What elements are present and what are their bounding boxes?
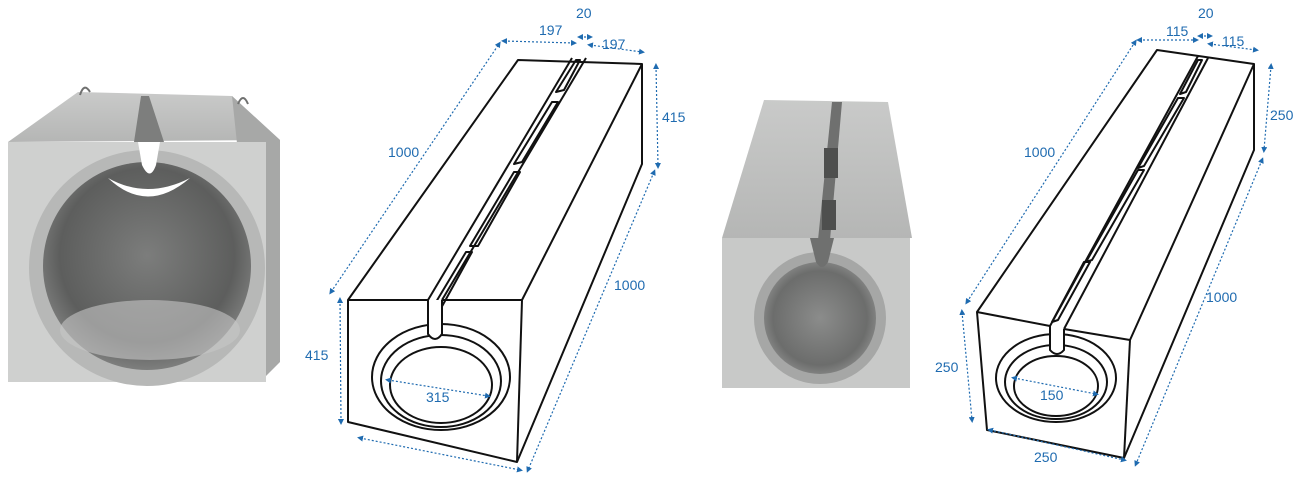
label-length-top: 1000 bbox=[388, 144, 419, 160]
dim2-line-bore bbox=[1011, 375, 1099, 397]
dim-line-height-front bbox=[337, 297, 344, 425]
label2-length-top: 1000 bbox=[1024, 144, 1055, 160]
label2-top-right-width: 115 bbox=[1222, 33, 1245, 49]
label-top-right-width: 197 bbox=[602, 36, 626, 52]
photo2-slot-window-2 bbox=[822, 200, 836, 230]
label2-width-bottom: 250 bbox=[1034, 449, 1058, 465]
photo-slot-opening bbox=[138, 142, 160, 174]
dim-line-height-side bbox=[653, 63, 661, 169]
dim-line-top-right-width bbox=[587, 42, 645, 55]
large-block-drawing bbox=[347, 57, 643, 463]
dim2-line-height-front bbox=[959, 309, 975, 423]
label2-length-side: 1000 bbox=[1206, 289, 1237, 305]
label2-height-side: 250 bbox=[1270, 107, 1294, 123]
drawing2-outline bbox=[976, 49, 1255, 459]
photo2-slot-window-1 bbox=[824, 148, 838, 178]
drawing-slot-window-3 bbox=[513, 101, 559, 165]
dim-line-bore bbox=[385, 377, 491, 399]
small-block-labels: 115 20 115 250 1000 1000 250 250 150 bbox=[935, 5, 1294, 465]
label2-bore: 150 bbox=[1040, 387, 1064, 403]
photo-bore-floor bbox=[60, 300, 240, 360]
photo2-bore bbox=[764, 262, 876, 374]
dim2-line-length-side bbox=[1134, 157, 1264, 467]
photo2-slot-throat bbox=[810, 238, 834, 267]
dim2-line-length-top bbox=[965, 39, 1137, 305]
label2-top-left-width: 115 bbox=[1166, 23, 1189, 39]
label-height-front: 415 bbox=[305, 347, 329, 363]
drawing-slot-throat bbox=[427, 300, 443, 340]
photo-lifting-hook-right bbox=[237, 97, 249, 105]
small-block-photo bbox=[722, 100, 912, 388]
large-block-photo bbox=[8, 86, 280, 386]
drawing2-front-top-left-edge bbox=[976, 311, 1051, 327]
small-block-dimensions bbox=[959, 33, 1274, 467]
photo-lifting-hook-left bbox=[79, 86, 91, 96]
photo-top-slot bbox=[134, 96, 164, 142]
large-block-dimensions bbox=[329, 34, 661, 473]
label-gap: 20 bbox=[576, 5, 592, 21]
label-height-side: 415 bbox=[662, 109, 686, 125]
label2-gap: 20 bbox=[1198, 5, 1214, 21]
drawing2-slot-throat bbox=[1049, 326, 1065, 355]
small-block-drawing bbox=[976, 49, 1255, 459]
drawing-front-right-edge bbox=[516, 299, 523, 463]
photo2-top-face bbox=[722, 100, 912, 238]
label-length-side: 1000 bbox=[614, 277, 645, 293]
dim-line-top-left-width bbox=[501, 38, 577, 46]
dim-line-length-top bbox=[329, 41, 501, 295]
drawing-slot-window-4 bbox=[555, 59, 581, 93]
dim-line-width-bottom bbox=[357, 435, 523, 473]
dim2-line-width-bottom bbox=[987, 427, 1127, 463]
large-block-labels: 197 20 197 415 1000 1000 415 315 bbox=[305, 5, 686, 405]
label-top-left-width: 197 bbox=[539, 22, 563, 38]
label-bore: 315 bbox=[426, 389, 450, 405]
dim-line-length-side bbox=[526, 169, 656, 473]
label2-height-front: 250 bbox=[935, 359, 959, 375]
photo-slot-light bbox=[108, 178, 190, 197]
drawing2-front-top-right-edge bbox=[1063, 328, 1131, 341]
drawing2-slot-window-4 bbox=[1179, 59, 1203, 95]
